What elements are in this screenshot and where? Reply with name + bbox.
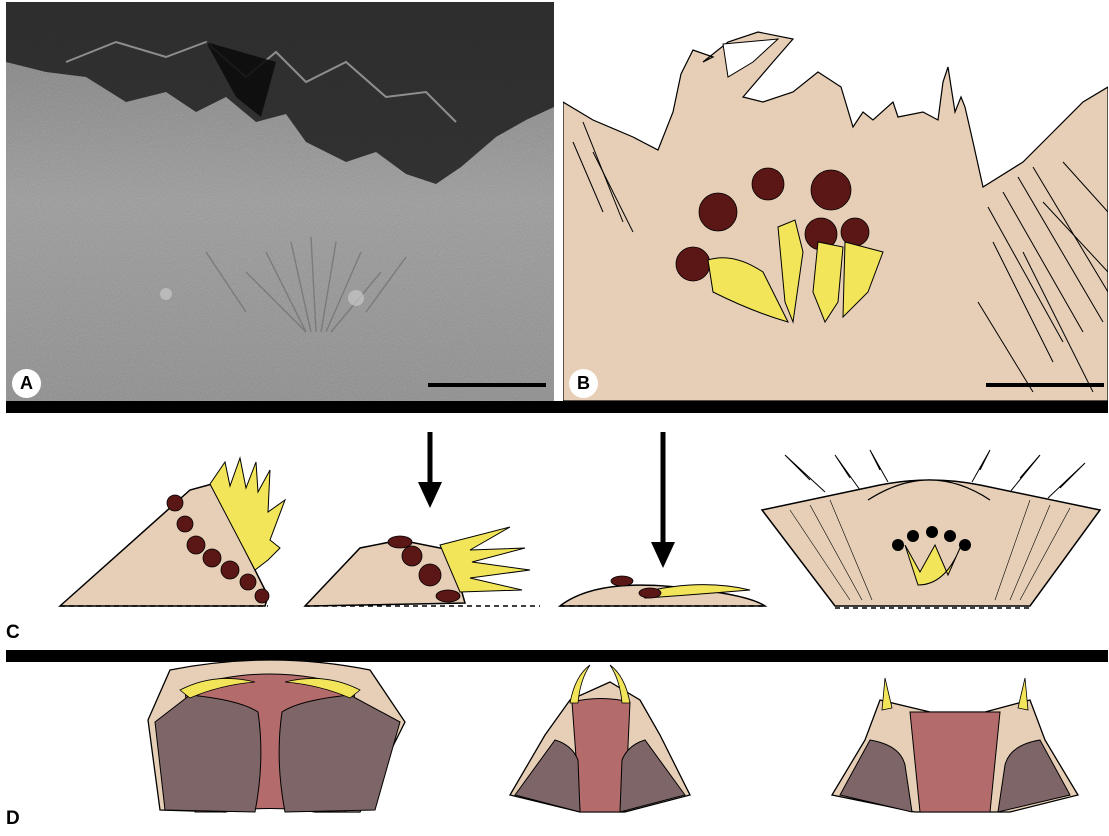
baseline-dashes <box>60 606 1030 608</box>
stage-3-cone <box>560 576 765 606</box>
down-arrow-icon <box>651 432 675 568</box>
panel-label-d: D <box>6 808 20 830</box>
panel-label-b: B <box>569 369 598 398</box>
stage-4-frontal-view <box>762 450 1100 606</box>
panel-label-a: A <box>12 369 41 398</box>
panel-d-head-stage-1 <box>148 660 405 812</box>
panel-divider-bottom <box>6 650 1108 662</box>
interpretive-drawing <box>563 2 1108 401</box>
stage-1-cone <box>60 458 285 606</box>
down-arrow-icon <box>418 432 442 508</box>
panel-divider-top <box>6 401 1108 413</box>
panel-label-c: C <box>6 622 20 644</box>
scale-bar-a <box>428 383 546 387</box>
panel-d-head-stage-2 <box>510 665 690 812</box>
fossil-photo-rendering <box>6 2 554 401</box>
panel-a-photograph: A <box>6 2 554 401</box>
stage-2-cone <box>305 527 530 606</box>
scale-bar-b <box>986 383 1104 387</box>
panel-d-head-stage-3 <box>832 678 1078 812</box>
panel-b-interpretive-drawing: B <box>563 2 1108 401</box>
